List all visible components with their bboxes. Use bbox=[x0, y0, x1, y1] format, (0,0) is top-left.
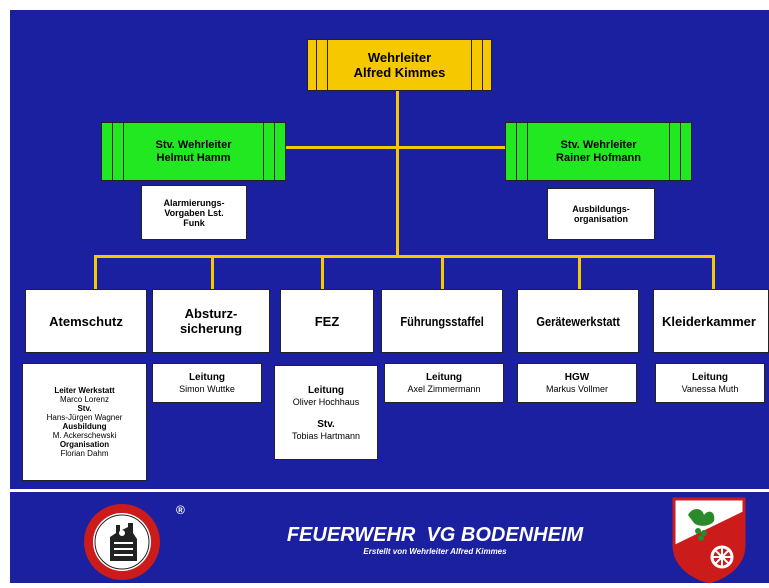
deputy-left-stripe-left bbox=[112, 123, 124, 180]
deputy-right-note-line: organisation bbox=[573, 214, 628, 224]
head-box-stripe-right bbox=[471, 40, 483, 90]
dept-box-geraetewerkstatt: Gerätewerkstatt bbox=[517, 289, 639, 353]
coat-of-arms-icon bbox=[672, 497, 746, 584]
deputy-right-note: Ausbildungs- organisation bbox=[547, 188, 655, 240]
dept-label: Absturz- bbox=[184, 306, 238, 321]
dept-box-fez: FEZ bbox=[280, 289, 374, 353]
head-box: Wehrleiter Alfred Kimmes bbox=[307, 39, 492, 91]
head-title: Wehrleiter bbox=[367, 50, 432, 65]
detail-line: Leitung bbox=[188, 372, 226, 383]
connector-dept-5 bbox=[578, 255, 581, 289]
head-box-stripe-left bbox=[316, 40, 328, 90]
connector-dept-4 bbox=[441, 255, 444, 289]
dept-label: Kleiderkammer bbox=[662, 313, 756, 329]
connector-dept-3 bbox=[321, 255, 324, 289]
dept-label: sicherung bbox=[179, 321, 243, 336]
deputy-left-note: Alarmierungs- Vorgaben Lst. Funk bbox=[141, 185, 247, 240]
deputy-left-note-line: Funk bbox=[183, 217, 205, 228]
dept-label: Gerätewerkstatt bbox=[536, 313, 620, 329]
detail-line: HGW bbox=[564, 372, 590, 383]
detail-line: M. Ackerschewski bbox=[52, 431, 117, 440]
head-name: Alfred Kimmes bbox=[353, 65, 446, 80]
deputy-right-stripe-left bbox=[516, 123, 528, 180]
detail-line: Stv. bbox=[77, 404, 92, 413]
detail-line: Organisation bbox=[59, 440, 110, 449]
deputy-right-note-line: Ausbildungs- bbox=[572, 204, 630, 214]
deputy-left-stripe-right bbox=[263, 123, 275, 180]
dept-box-absturzsicherung: Absturz- sicherung bbox=[152, 289, 270, 353]
footer-title: FEUERWEHR VG BODENHEIM bbox=[286, 524, 584, 546]
detail-line: Hans-Jürgen Wagner bbox=[46, 413, 123, 422]
dept-label: Atemschutz bbox=[49, 313, 123, 329]
dept-detail-absturzsicherung: Leitung Simon Wuttke bbox=[152, 363, 262, 403]
footer-subtitle: Erstellt von Wehrleiter Alfred Kimmes bbox=[363, 547, 507, 556]
deputy-left-note-line: Vorgaben Lst. bbox=[164, 207, 224, 218]
detail-line: Stv. bbox=[317, 418, 335, 430]
detail-line: Leitung bbox=[307, 384, 345, 396]
detail-line: Vanessa Muth bbox=[681, 384, 739, 394]
detail-line: Leiter Werkstatt bbox=[54, 386, 115, 395]
deputy-right-title: Stv. Wehrleiter bbox=[560, 138, 637, 151]
deputy-left-title: Stv. Wehrleiter bbox=[155, 138, 232, 151]
detail-line: Markus Vollmer bbox=[545, 384, 608, 394]
detail-line: Leitung bbox=[691, 372, 729, 383]
detail-line: Tobias Hartmann bbox=[291, 430, 361, 441]
dept-box-atemschutz: Atemschutz bbox=[25, 289, 147, 353]
deputy-left-note-line: Alarmierungs- bbox=[163, 197, 225, 208]
footer-divider bbox=[10, 489, 769, 492]
deputy-right-stripe-right bbox=[669, 123, 681, 180]
fire-brigade-emblem-icon bbox=[83, 503, 161, 581]
dept-detail-atemschutz: Leiter Werkstatt Marco Lorenz Stv. Hans-… bbox=[22, 363, 147, 481]
detail-line: Simon Wuttke bbox=[179, 384, 235, 394]
registered-mark: ® bbox=[176, 503, 185, 517]
detail-line: Florian Dahm bbox=[60, 449, 109, 458]
connector-deputies bbox=[283, 146, 509, 149]
dept-detail-fuehrungsstaffel: Leitung Axel Zimmermann bbox=[384, 363, 504, 403]
dept-label: Führungsstaffel bbox=[400, 313, 484, 329]
detail-line: Ausbildung bbox=[62, 422, 107, 431]
dept-detail-fez: Leitung Oliver Hochhaus Stv. Tobias Hart… bbox=[274, 365, 378, 460]
deputy-box-left: Stv. Wehrleiter Helmut Hamm bbox=[101, 122, 286, 181]
deputy-box-right: Stv. Wehrleiter Rainer Hofmann bbox=[505, 122, 692, 181]
deputy-left-name: Helmut Hamm bbox=[156, 151, 231, 164]
deputy-right-name: Rainer Hofmann bbox=[556, 151, 641, 164]
dept-box-fuehrungsstaffel: Führungsstaffel bbox=[381, 289, 503, 353]
detail-line: Axel Zimmermann bbox=[407, 384, 481, 394]
connector-dept-6 bbox=[712, 255, 715, 289]
dept-box-kleiderkammer: Kleiderkammer bbox=[653, 289, 769, 353]
connector-departments bbox=[94, 255, 714, 258]
detail-line: Marco Lorenz bbox=[60, 395, 109, 404]
connector-dept-2 bbox=[211, 255, 214, 289]
detail-line: Oliver Hochhaus bbox=[292, 396, 360, 407]
connector-dept-1 bbox=[94, 255, 97, 289]
dept-label: FEZ bbox=[314, 313, 340, 329]
dept-detail-geraetewerkstatt: HGW Markus Vollmer bbox=[517, 363, 637, 403]
dept-detail-kleiderkammer: Leitung Vanessa Muth bbox=[655, 363, 765, 403]
connector-trunk bbox=[396, 90, 399, 257]
detail-line: Leitung bbox=[425, 372, 463, 383]
